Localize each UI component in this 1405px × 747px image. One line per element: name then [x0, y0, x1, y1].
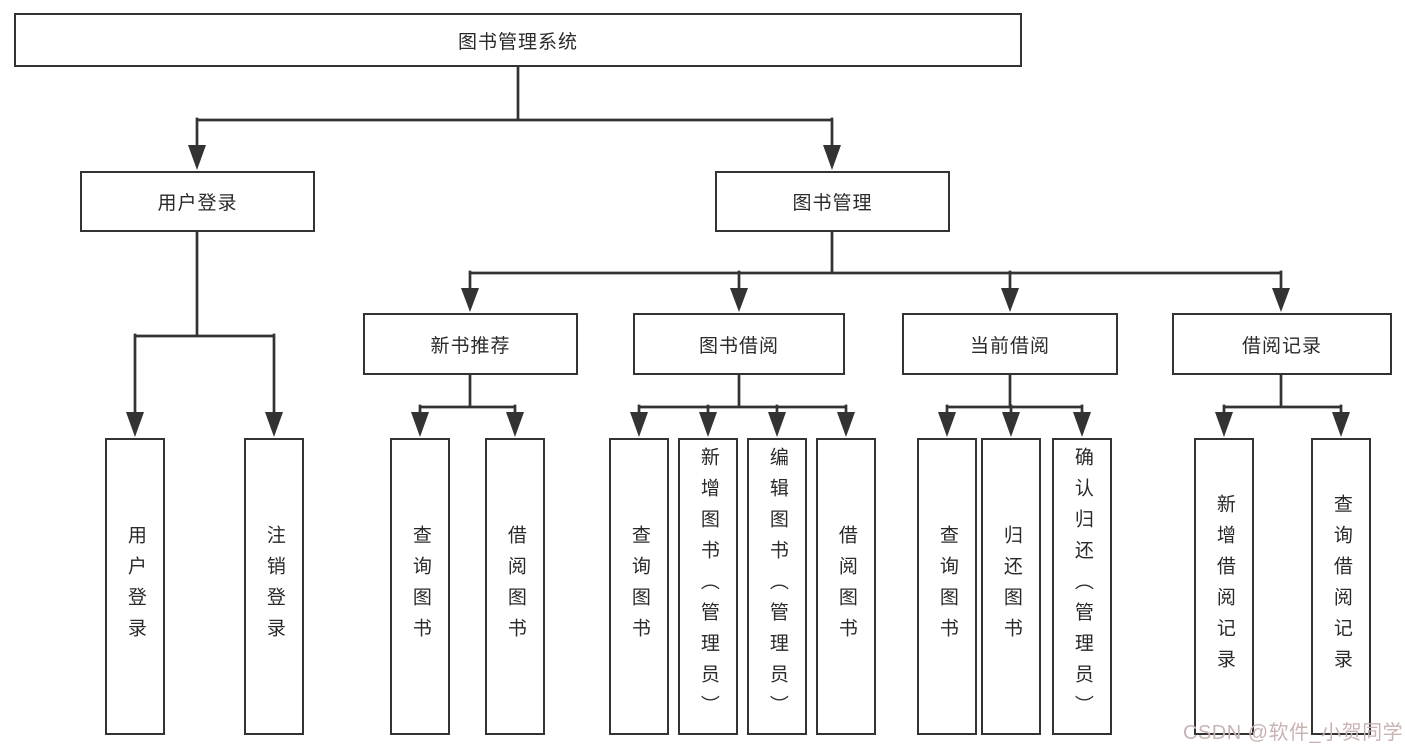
arrowheads-book-management-children [461, 288, 1290, 312]
node-root-system: 图书管理系统 [14, 13, 1022, 67]
node-logout-label: 注销登录 [263, 524, 285, 649]
node-book-management-label: 图书管理 [792, 193, 873, 214]
connector-user-login-children [133, 230, 276, 416]
node-borrow-books: 借阅图书 [816, 438, 876, 735]
node-book-management: 图书管理 [715, 171, 950, 232]
node-query-borrow-record: 查询借阅记录 [1311, 438, 1371, 735]
connector-new-book-children [418, 373, 517, 416]
arrowhead [188, 145, 206, 170]
arrowhead [630, 412, 648, 437]
arrowhead [461, 288, 479, 312]
node-user-login-action: 用户登录 [105, 438, 165, 735]
arrowheads-borrowing-records-children [1215, 412, 1350, 437]
node-query-books-recommend: 查询图书 [390, 438, 450, 735]
node-new-book-recommend: 新书推荐 [363, 313, 578, 375]
arrowhead [938, 412, 956, 437]
node-query-books-borrowing-label: 查询图书 [628, 524, 650, 649]
node-root-system-label: 图书管理系统 [457, 31, 578, 53]
node-borrow-books-recommend-label: 借阅图书 [504, 524, 526, 649]
arrowhead [1215, 412, 1233, 437]
arrowhead [730, 288, 748, 312]
node-edit-books-admin-label: 编辑图书（管理员） [766, 447, 788, 726]
arrowhead [1272, 288, 1290, 312]
arrowhead [411, 412, 429, 437]
node-book-borrowing-label: 图书借阅 [698, 335, 779, 357]
arrowheads-book-borrowing-children [630, 412, 855, 437]
node-borrowing-records: 借阅记录 [1172, 313, 1392, 375]
node-edit-books-admin: 编辑图书（管理员） [747, 438, 807, 735]
node-new-book-recommend-label: 新书推荐 [430, 335, 511, 357]
connector-book-borrowing-children [637, 373, 848, 416]
arrowhead [1002, 412, 1020, 437]
node-add-borrow-record: 新增借阅记录 [1194, 438, 1254, 735]
node-borrowing-records-label: 借阅记录 [1241, 335, 1322, 357]
arrowhead [126, 412, 144, 437]
node-query-books-current-label: 查询图书 [936, 524, 958, 649]
connector-root-to-level2 [195, 65, 834, 149]
arrowheads-user-login-children [126, 412, 283, 437]
node-query-books-recommend-label: 查询图书 [409, 524, 431, 649]
arrowheads-new-book-children [411, 412, 524, 437]
arrowhead [768, 412, 786, 437]
node-query-borrow-record-label: 查询借阅记录 [1330, 493, 1352, 680]
node-borrow-books-label: 借阅图书 [835, 524, 857, 649]
node-current-borrowing-label: 当前借阅 [969, 335, 1050, 357]
connector-current-borrowing-children [945, 373, 1084, 416]
node-logout: 注销登录 [244, 438, 304, 735]
node-query-books-current: 查询图书 [917, 438, 977, 735]
node-confirm-return-admin-label: 确认归还（管理员） [1071, 447, 1093, 726]
csdn-watermark: CSDN @软件_小贺同学 [1183, 722, 1404, 744]
node-return-books: 归还图书 [981, 438, 1041, 735]
node-add-books-admin: 新增图书（管理员） [678, 438, 738, 735]
arrowhead [1073, 412, 1091, 437]
node-query-books-borrowing: 查询图书 [609, 438, 669, 735]
node-current-borrowing: 当前借阅 [902, 313, 1118, 375]
connector-borrowing-records-children [1222, 373, 1343, 416]
node-confirm-return-admin: 确认归还（管理员） [1052, 438, 1112, 735]
node-user-login: 用户登录 [80, 171, 315, 232]
arrowhead [823, 145, 841, 170]
arrowhead [506, 412, 524, 437]
arrowhead [1001, 288, 1019, 312]
arrowhead [837, 412, 855, 437]
arrowheads-root-to-level2 [188, 145, 841, 170]
arrowhead [1332, 412, 1350, 437]
node-add-borrow-record-label: 新增借阅记录 [1213, 493, 1235, 680]
arrowhead [699, 412, 717, 437]
arrowhead [265, 412, 283, 437]
arrowheads-current-borrowing-children [938, 412, 1091, 437]
connector-book-management-children [468, 230, 1283, 292]
node-add-books-admin-label: 新增图书（管理员） [697, 447, 719, 726]
node-return-books-label: 归还图书 [1000, 524, 1022, 649]
node-borrow-books-recommend: 借阅图书 [485, 438, 545, 735]
node-user-login-action-label: 用户登录 [124, 524, 146, 649]
node-book-borrowing: 图书借阅 [633, 313, 845, 375]
node-user-login-label: 用户登录 [157, 193, 238, 214]
